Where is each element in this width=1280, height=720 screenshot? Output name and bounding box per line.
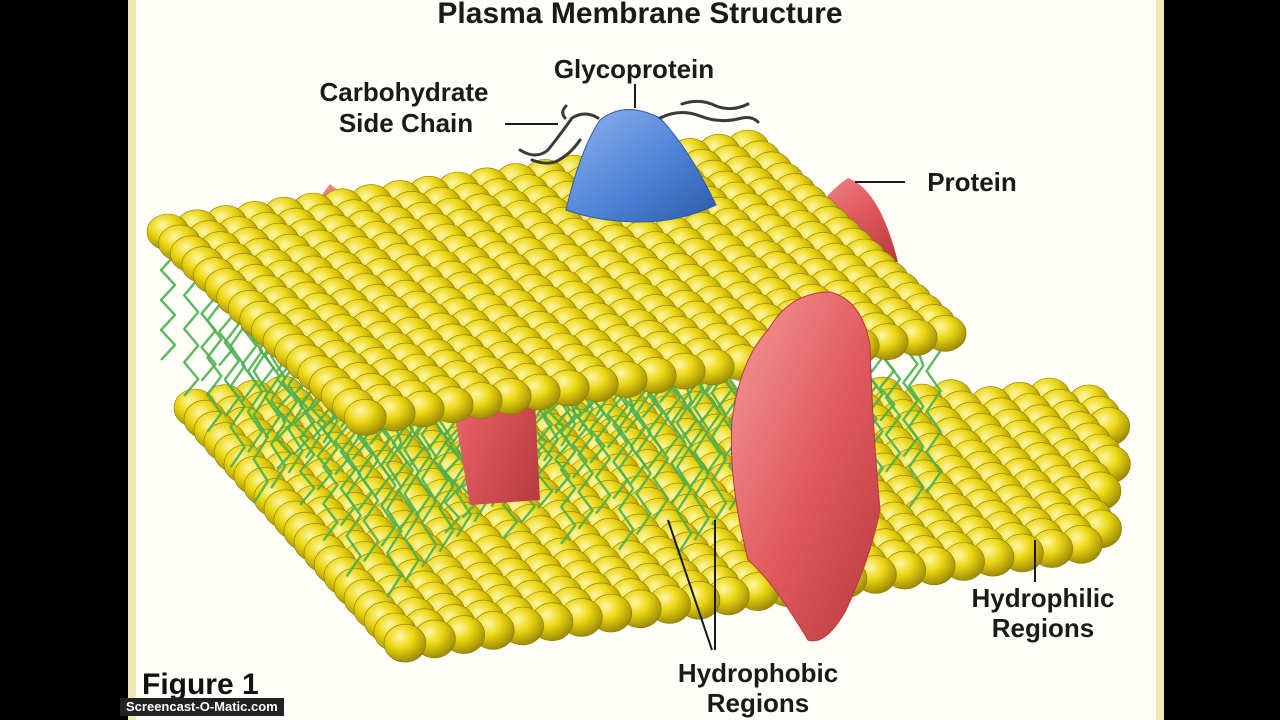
label-glycoprotein: Glycoprotein	[554, 54, 714, 84]
label-hydrophilic-line2: Regions	[992, 613, 1095, 643]
phospholipid-head	[384, 624, 426, 662]
label-hydrophobic-line1: Hydrophobic	[678, 658, 838, 688]
glycoprotein-shape	[566, 109, 716, 222]
label-hydrophilic-line1: Hydrophilic	[971, 583, 1114, 613]
bottom-leaflet-heads	[174, 376, 1130, 662]
label-carbohydrate-line2: Side Chain	[339, 108, 473, 138]
diagram-title: Plasma Membrane Structure	[437, 0, 842, 30]
recorder-watermark: Screencast-O-Matic.com	[120, 698, 284, 716]
label-carbohydrate-line1: Carbohydrate	[319, 77, 488, 107]
label-hydrophobic-line2: Regions	[707, 688, 810, 718]
phospholipid-head	[344, 399, 386, 435]
label-figure: Figure 1	[142, 668, 259, 701]
label-protein: Protein	[927, 167, 1017, 197]
